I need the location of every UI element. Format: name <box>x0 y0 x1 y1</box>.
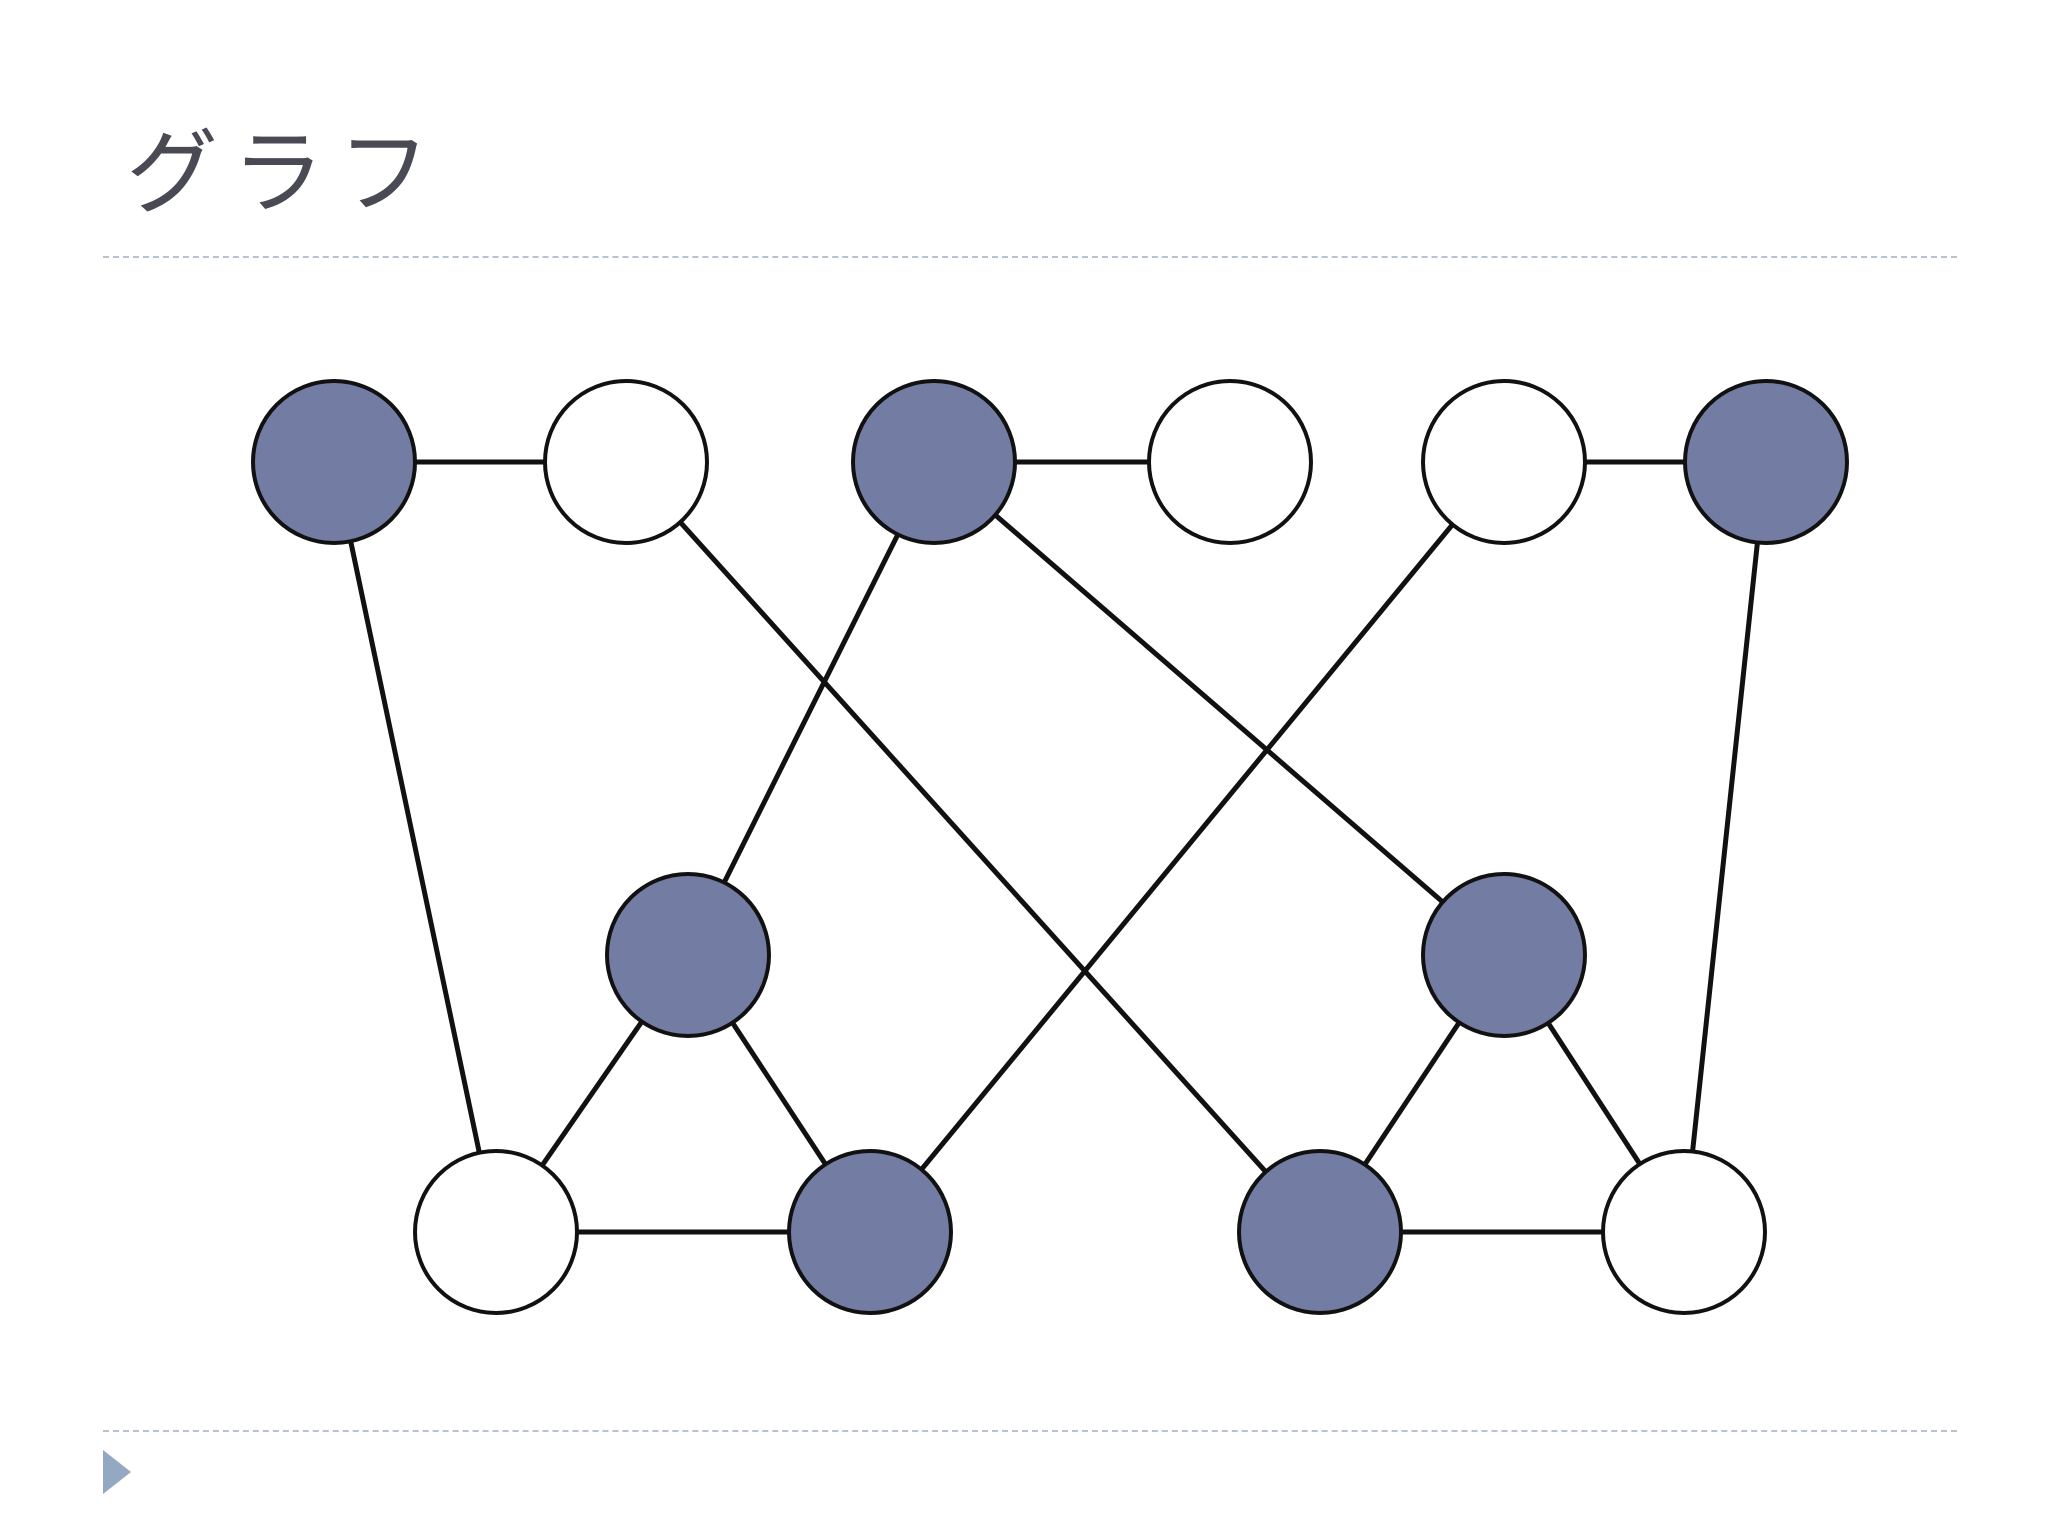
graph-node-n1-filled <box>251 379 417 545</box>
graph-node-n9-empty <box>413 1149 579 1315</box>
edge-n3-n8 <box>932 460 1506 957</box>
node-group <box>251 379 1849 1315</box>
graph-node-n11-filled <box>1237 1149 1403 1315</box>
edge-n5-n10 <box>868 460 1506 1234</box>
bullet-triangle-icon <box>103 1450 131 1494</box>
graph-node-n3-filled <box>851 379 1017 545</box>
edge-n1-n9 <box>331 461 499 1233</box>
edge-n3-n7 <box>685 460 937 957</box>
slide-title: グラフ <box>126 120 445 227</box>
graph-node-n6-filled <box>1683 379 1849 545</box>
graph-node-n4-empty <box>1147 379 1313 545</box>
edge-n2-n11 <box>624 460 1322 1234</box>
edge-n6-n12 <box>1681 461 1769 1233</box>
graph-node-n12-empty <box>1601 1149 1767 1315</box>
graph-node-n2-empty <box>543 379 709 545</box>
graph-node-n10-filled <box>787 1149 953 1315</box>
title-divider <box>103 256 1957 258</box>
footer-divider <box>103 1430 1957 1432</box>
graph-node-n5-empty <box>1421 379 1587 545</box>
edge-group <box>331 459 1769 1235</box>
graph-node-n8-filled <box>1421 872 1587 1038</box>
graph-node-n7-filled <box>605 872 771 1038</box>
